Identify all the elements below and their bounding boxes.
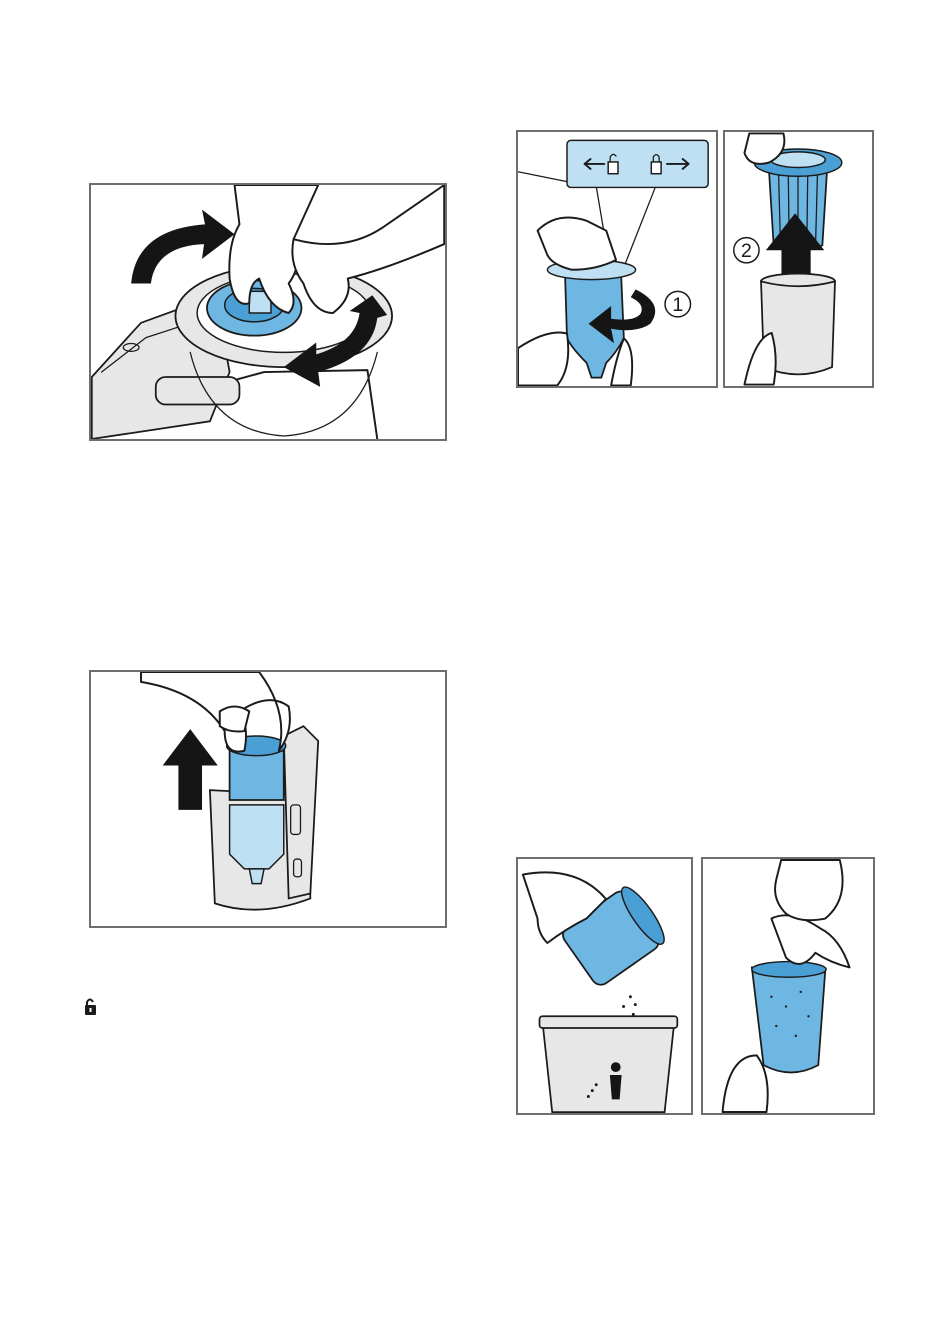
illustration-turn-filter [91, 185, 445, 439]
figure-unlock-filter-step1: 1 [516, 130, 718, 388]
hand-bottom [744, 333, 775, 385]
step-1-label: 1 [672, 294, 683, 316]
illustration-empty-bin [518, 859, 691, 1113]
hand-bottom [723, 1055, 768, 1112]
hand-top [538, 218, 616, 270]
filter [752, 967, 825, 1072]
figure-clean-filter-cloth [701, 857, 875, 1115]
illustration-pull-filter: 2 [725, 132, 872, 386]
illustration-lift-filter [91, 672, 445, 926]
vacuum-button [156, 377, 240, 405]
hand-bottom [518, 333, 568, 386]
figure-empty-into-bin [516, 857, 693, 1115]
figure-turn-filter-unit [89, 183, 447, 441]
figure-lift-filter-out [89, 670, 447, 928]
cleaning-cloth [771, 915, 849, 967]
step-2-label: 2 [741, 240, 752, 262]
waste-bin [542, 1021, 674, 1112]
open-padlock-icon [84, 998, 98, 1016]
rotate-arrow-top [131, 210, 234, 284]
hand-top [775, 860, 843, 920]
filter [230, 751, 284, 800]
illustration-clean-filter [703, 859, 873, 1113]
figure-pull-filter-step2: 2 [723, 130, 874, 388]
illustration-unlock-filter: 1 [518, 132, 716, 386]
